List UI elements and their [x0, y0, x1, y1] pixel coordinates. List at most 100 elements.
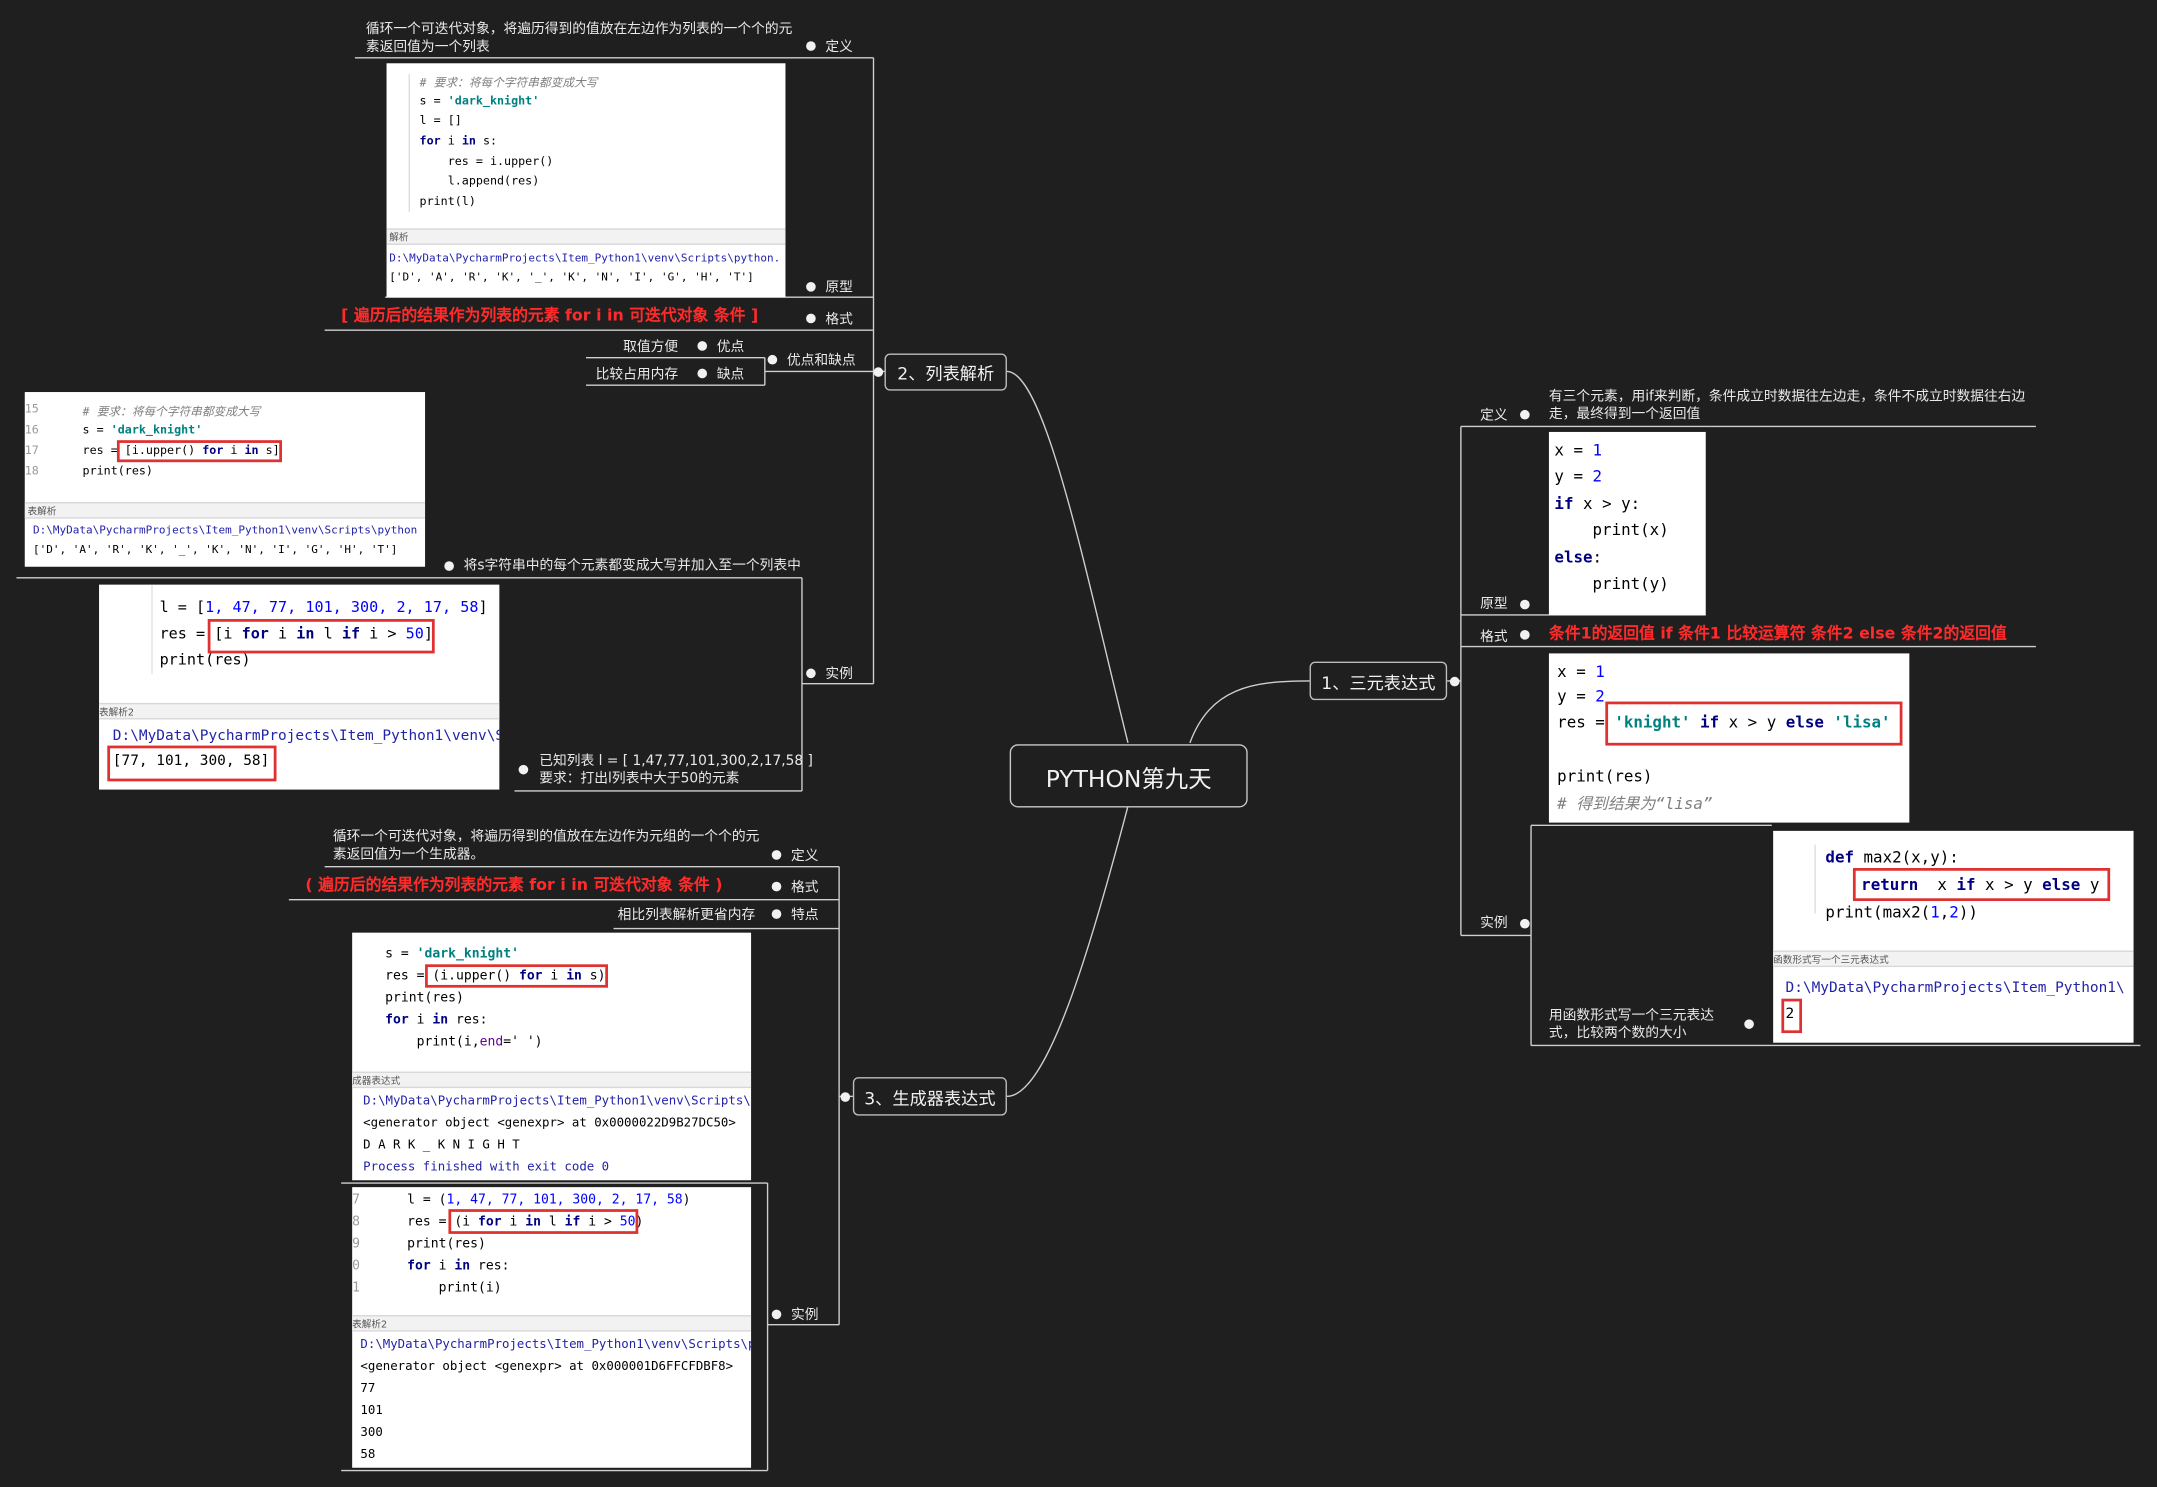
code-line: x = 1 — [1554, 440, 1603, 460]
run-bar — [1773, 950, 2134, 968]
gen-feature-text: 相比列表解析更省内存 — [617, 907, 756, 924]
console-output: D A R K _ K N I G H T — [363, 1138, 520, 1153]
con-text: 比较占用内存 — [595, 367, 679, 383]
ternary-proto-label: 原型 — [1480, 597, 1508, 613]
list-format-label: 格式 — [825, 312, 853, 328]
gen-example-dot — [771, 1309, 782, 1320]
ternary-def-text: 有三个元素，用if来判断，条件成立时数据往左边走，条件不成立时数据往右边走，最终… — [1548, 389, 2026, 423]
ternary-example-dot — [1520, 918, 1530, 929]
code-line: # 要求：将每个字符串都变成大写 — [419, 77, 598, 91]
code-line: def max2(x,y): — [1825, 847, 1959, 867]
code-line: print(x) — [1554, 519, 1669, 540]
gen-def-text: 循环一个可迭代对象，将遍历得到的值放在左边作为元组的一个个的元素返回值为一个生成… — [332, 829, 760, 863]
pros-cons-label: 优点和缺点 — [786, 353, 856, 369]
code-line: print(l) — [419, 195, 476, 210]
console-output: <generator object <genexpr> at 0x0000022… — [363, 1116, 736, 1131]
root-node[interactable]: PYTHON第九天 — [1009, 744, 1248, 808]
line-number: 18 — [24, 464, 39, 479]
pro-dot — [697, 341, 708, 351]
run-bar — [386, 228, 786, 245]
highlight-box — [116, 440, 282, 463]
run-bar — [352, 1315, 752, 1332]
ternary-proto-code: x = 1 y = 2 if x > y: print(x) else: pri… — [1548, 431, 1706, 615]
highlight-box — [1781, 998, 1803, 1034]
list-ex2-code: l = [1, 47, 77, 101, 300, 2, 17, 58] res… — [99, 584, 500, 790]
list-def-label: 定义 — [825, 39, 853, 56]
ternary-format-text: 条件1的返回值 if 条件1 比较运算符 条件2 else 条件2的返回值 — [1548, 623, 2007, 643]
console-path: D:\MyData\PycharmProjects\Item_Python1\v… — [112, 727, 500, 745]
ternary-format-dot — [1520, 630, 1530, 640]
list-format-text: [ 遍历后的结果作为列表的元素 for i in 可迭代对象 条件 ] — [341, 305, 759, 325]
code-line: res = 'knight' if x > y else 'lisa' — [1557, 712, 1891, 732]
code-line: # 得到结果为“lisa” — [1557, 793, 1713, 813]
code-line: l = (1, 47, 77, 101, 300, 2, 17, 58) — [407, 1192, 691, 1208]
code-line: y = 2 — [1557, 686, 1605, 706]
gen-code1: s = 'dark_knight' res = (i.upper() for i… — [352, 932, 752, 1181]
highlight-box — [1605, 701, 1903, 746]
console-output: 77 — [360, 1382, 376, 1397]
code-line: s = 'dark_knight' — [385, 946, 519, 962]
line-number: 8 — [352, 1214, 361, 1230]
code-line: print(res) — [159, 650, 251, 669]
line-number: 0 — [352, 1258, 361, 1274]
gutter-divider — [1814, 844, 1816, 914]
code-line: res = [i.upper() for i in s] — [82, 444, 280, 459]
gen-feature-dot — [771, 909, 782, 919]
console-output: <generator object <genexpr> at 0x000001D… — [360, 1360, 734, 1375]
ternary-func-dot — [1744, 1019, 1754, 1029]
console-output: Process finished with exit code 0 — [363, 1161, 610, 1175]
gen-code2: 7 8 9 0 1 l = (1, 47, 77, 101, 300, 2, 1… — [352, 1187, 752, 1468]
code-line: s = 'dark_knight' — [82, 423, 203, 438]
code-line: x = 1 — [1557, 661, 1605, 681]
list-ex1-text: 将s字符串中的每个元素都变成大写并加入至一个列表中 — [463, 558, 801, 574]
code-line: if x > y: — [1554, 493, 1641, 514]
list-ex1-code: 15 16 17 18 # 要求：将每个字符串都变成大写 s = 'dark_k… — [24, 392, 426, 567]
run-bar-label: 表解析2 — [99, 707, 135, 719]
list-example-label: 实例 — [825, 667, 853, 683]
code-line: l.append(res) — [419, 174, 540, 189]
ternary-func-text: 用函数形式写一个三元表达式，比较两个数的大小 — [1548, 1008, 1714, 1042]
console-output: 2 — [1785, 1005, 1795, 1023]
code-line: for i in res: — [385, 1012, 488, 1028]
list-proto-code: # 要求：将每个字符串都变成大写 s = 'dark_knight' l = [… — [386, 63, 786, 298]
pro-label: 优点 — [716, 339, 745, 355]
highlight-box — [1852, 868, 2111, 902]
code-line: return x if x > y else y — [1861, 874, 2100, 895]
list-proto-label: 原型 — [825, 280, 853, 296]
code-line: res = (i for i in l if i > 50) — [407, 1214, 644, 1230]
gen-example-label: 实例 — [790, 1308, 819, 1324]
ternary-proto-dot — [1520, 599, 1530, 610]
gen-format-text: ( 遍历后的结果作为列表的元素 for i in 可迭代对象 条件 ) — [305, 874, 723, 895]
code-line: print(i) — [407, 1280, 502, 1296]
console-path: D:\MyData\PycharmProjects\Item_Python1\ — [1785, 979, 2125, 996]
list-example-dot — [806, 668, 816, 679]
code-line: for i in res: — [407, 1258, 510, 1274]
code-line: res = (i.upper() for i in s) — [385, 968, 606, 984]
topic-dot-list — [873, 367, 884, 377]
ternary-format-label: 格式 — [1480, 630, 1508, 646]
gen-def-dot — [771, 850, 782, 860]
code-line: print(res) — [1557, 766, 1653, 786]
list-format-dot — [806, 313, 816, 324]
code-line: res = i.upper() — [419, 155, 554, 170]
topic-list-comprehension[interactable]: 2、列表解析 — [884, 353, 1007, 391]
console-path: D:\MyData\PycharmProjects\Item_Python1\v… — [360, 1338, 752, 1353]
topic-generator[interactable]: 3、生成器表达式 — [852, 1077, 1007, 1116]
gutter-divider — [151, 584, 153, 675]
console-output: 101 — [360, 1404, 383, 1419]
topic-dot-gen — [840, 1092, 851, 1102]
run-bar-label: 表解析2 — [352, 1319, 388, 1331]
list-ex2-text2: 要求：打出l列表中大于50的元素 — [539, 771, 740, 787]
topic-ternary[interactable]: 1、三元表达式 — [1309, 661, 1448, 701]
ternary-format-code: x = 1 y = 2 res = 'knight' if x > y else… — [1548, 653, 1910, 823]
list-proto-dot — [806, 281, 816, 292]
console-path: D:\MyData\PycharmProjects\Item_Python1\v… — [363, 1094, 751, 1109]
console-output: ['D', 'A', 'R', 'K', '_', 'K', 'N', 'I',… — [33, 543, 398, 556]
gen-format-label: 格式 — [790, 880, 819, 896]
list-def-dot — [806, 41, 816, 51]
run-bar — [99, 702, 500, 720]
con-label: 缺点 — [716, 367, 745, 383]
list-ex2-text1: 已知列表 l = [ 1,47,77,101,300,2,17,58 ] — [539, 753, 813, 769]
console-output: [77, 101, 300, 58] — [112, 752, 270, 769]
console-path: D:\MyData\PycharmProjects\Item_Python1\v… — [389, 251, 781, 265]
